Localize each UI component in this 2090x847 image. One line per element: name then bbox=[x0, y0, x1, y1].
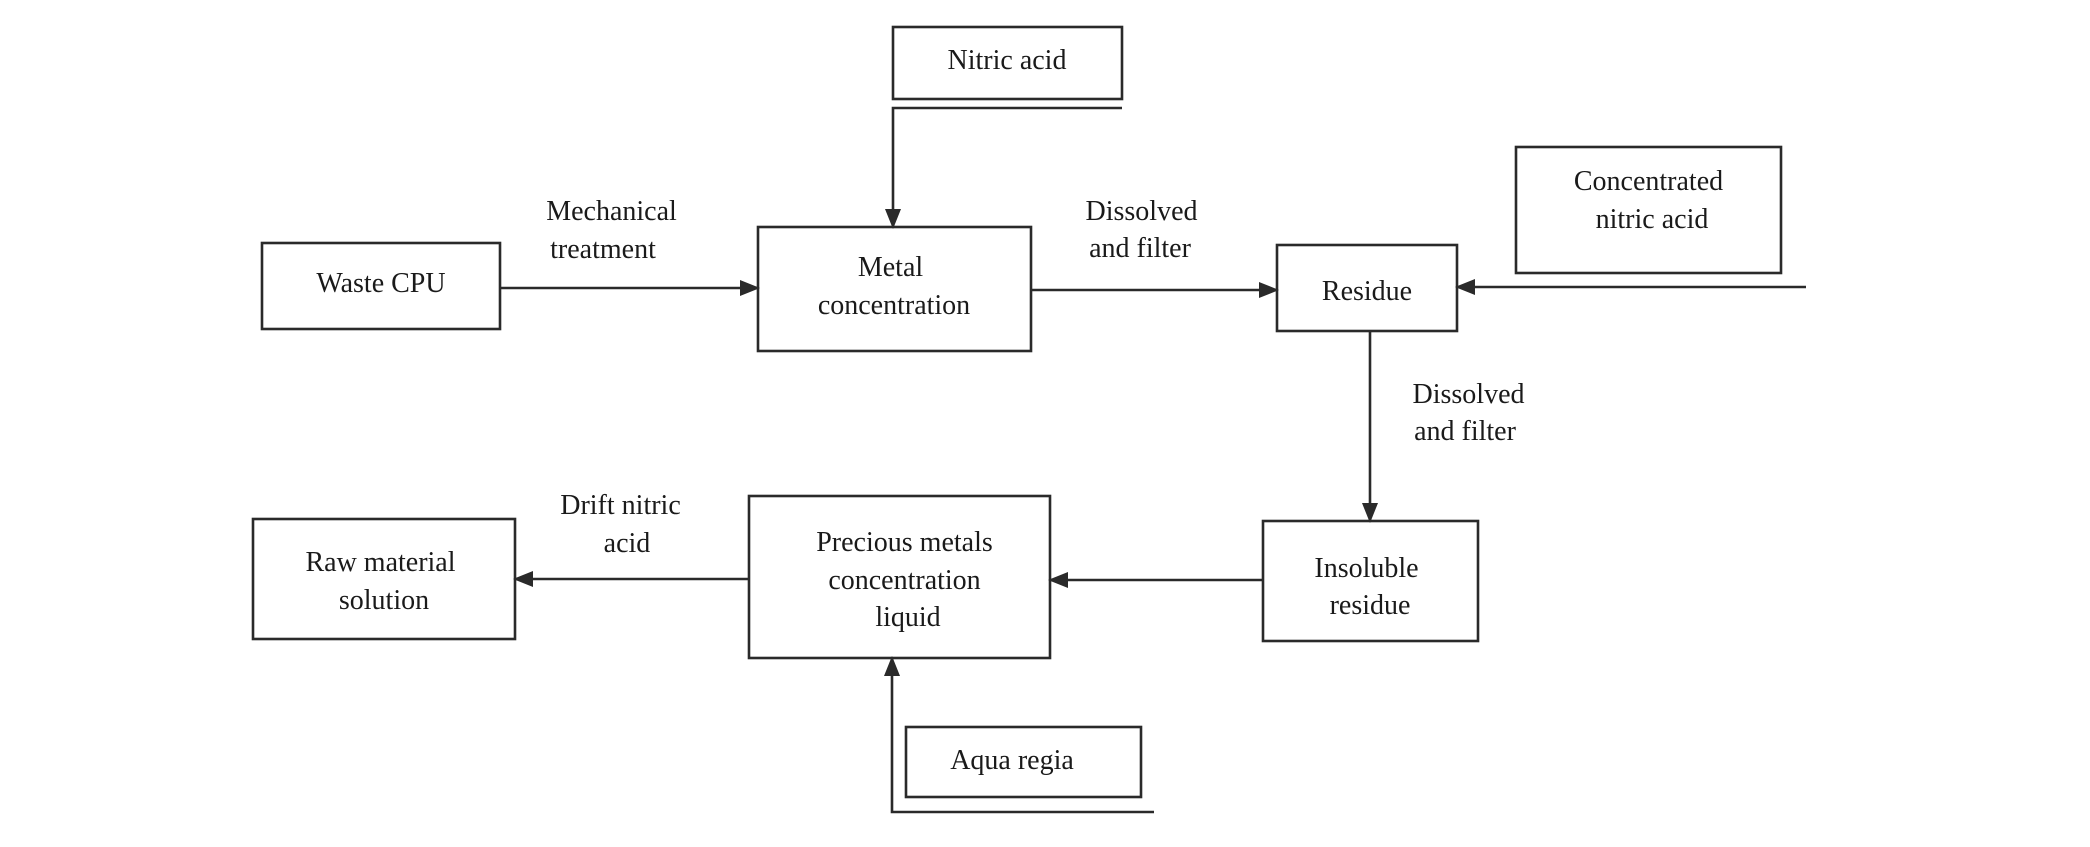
edge-label-drift-nitric-acid: Drift nitric acid bbox=[560, 490, 688, 559]
edge-label-dissolved-and-filter-1: Dissolved and filter bbox=[1086, 196, 1205, 264]
node-residue-label: Residue bbox=[1322, 276, 1412, 307]
node-insoluble-residue: Insoluble residue bbox=[1261, 519, 1480, 643]
edge-label-dissolved-and-filter-2: Dissolved and filter bbox=[1413, 379, 1532, 447]
node-concentrated-nitric-acid: Concentrated nitric acid bbox=[1514, 145, 1783, 275]
node-metal-concentration: Metal concentration bbox=[756, 225, 1033, 353]
arrow-aqua-regia-to-precious-metals bbox=[884, 656, 1154, 814]
node-waste-cpu-label: Waste CPU bbox=[316, 268, 445, 299]
node-raw-material-solution: Raw material solution bbox=[251, 517, 517, 641]
edge-label-mechanical-treatment: Mechanical treatment bbox=[546, 196, 684, 265]
node-residue: Residue bbox=[1275, 243, 1459, 333]
node-precious-metals-label: Precious metals concentration liquid bbox=[816, 527, 1000, 633]
node-aqua-regia-label: Aqua regia bbox=[950, 745, 1074, 776]
arrow-nitric-acid-to-metal-concentration bbox=[885, 106, 1122, 229]
node-metal-concentration-label: Metal concentration bbox=[818, 252, 970, 321]
node-insoluble-residue-label: Insoluble residue bbox=[1314, 553, 1425, 621]
node-precious-metals-concentration-liquid: Precious metals concentration liquid bbox=[747, 494, 1052, 660]
node-raw-material-solution-label: Raw material solution bbox=[305, 547, 462, 616]
node-nitric-acid: Nitric acid bbox=[891, 25, 1124, 101]
node-concentrated-nitric-acid-label: Concentrated nitric acid bbox=[1574, 166, 1730, 235]
node-nitric-acid-label: Nitric acid bbox=[948, 45, 1067, 76]
node-waste-cpu: Waste CPU bbox=[260, 241, 502, 331]
node-aqua-regia: Aqua regia bbox=[904, 725, 1143, 799]
